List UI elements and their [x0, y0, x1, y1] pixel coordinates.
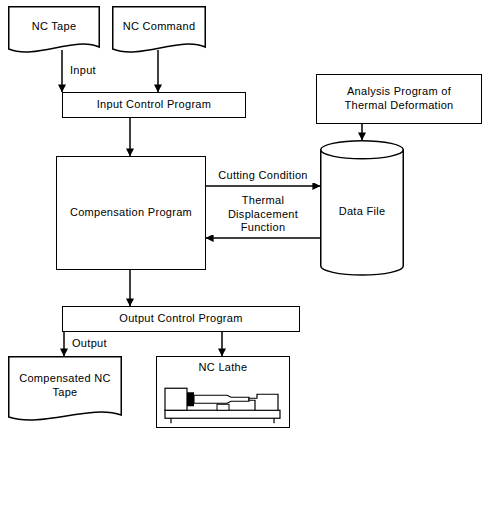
tape-symbol: NC Tape	[8, 6, 100, 56]
node-text: NC Command	[123, 20, 196, 34]
text-holder: Analysis Program of Thermal Deformation	[317, 79, 481, 119]
node-text: Data File	[339, 205, 386, 219]
flow-arrow	[61, 50, 63, 92]
text-holder: Input Control Program	[63, 97, 245, 113]
cylinder-outline	[321, 149, 404, 275]
process-box: Output Control Program	[62, 306, 300, 332]
tape-outline	[9, 7, 100, 52]
text-holder: Compensated NC Tape	[8, 360, 122, 412]
text-holder: NC Command	[112, 10, 206, 44]
node-text: Analysis Program of Thermal Deformation	[325, 85, 473, 113]
node-text: NC Tape	[32, 20, 77, 34]
machine-box: NC Lathe	[156, 356, 290, 428]
text-holder: Output Control Program	[63, 311, 299, 327]
text-holder: Compensation Program	[57, 161, 205, 265]
arrow-label: Input	[68, 64, 98, 78]
node-text: Input Control Program	[97, 98, 212, 112]
process-box: Input Control Program	[62, 92, 246, 118]
arrow-label: Thermal Displacement Function	[208, 194, 318, 235]
tape-outline	[9, 357, 122, 420]
flow-arrow	[206, 237, 320, 239]
arrow-label: Output	[70, 337, 109, 351]
text-holder: NC Tape	[8, 10, 100, 44]
storage-cylinder: Data File	[320, 140, 404, 276]
flow-arrow	[129, 270, 131, 306]
process-box: Compensation Program	[56, 156, 206, 270]
flow-arrow	[129, 118, 131, 156]
lathe-illustration	[157, 379, 288, 424]
node-text: Output Control Program	[119, 312, 242, 326]
flow-arrow	[361, 124, 363, 140]
process-box: Analysis Program of Thermal Deformation	[316, 74, 482, 124]
flow-arrow	[157, 50, 159, 92]
cylinder-top	[321, 141, 404, 159]
node-text: Compensated NC Tape	[16, 372, 114, 400]
text-holder: Data File	[320, 160, 404, 264]
flow-arrow	[63, 332, 65, 356]
flow-arrow	[221, 332, 223, 356]
node-text: Compensation Program	[70, 206, 192, 220]
tape-symbol: NC Command	[112, 6, 206, 56]
tape-symbol: Compensated NC Tape	[8, 356, 122, 424]
flow-arrow	[206, 185, 320, 187]
node-text: NC Lathe	[199, 361, 248, 375]
arrow-label: Cutting Condition	[208, 169, 318, 183]
tape-outline	[113, 7, 206, 52]
text-holder: NC Lathe	[157, 361, 289, 375]
